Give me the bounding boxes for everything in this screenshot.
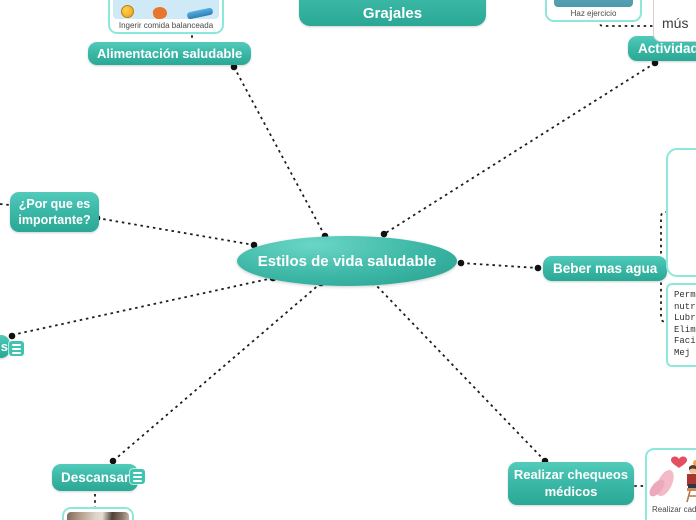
rest-photo xyxy=(67,512,129,520)
wire-center-importante xyxy=(96,217,255,246)
benefit-line: Mej xyxy=(674,347,691,358)
wire-center-beber xyxy=(460,262,539,269)
central-topic-label: Estilos de vida saludable xyxy=(257,252,437,270)
runner-icon xyxy=(152,5,168,19)
wire-center-alimentacion xyxy=(233,66,326,237)
wire-center-actividad xyxy=(383,62,656,235)
topic-label: Beber mas agua xyxy=(553,261,658,276)
benefit-line: Perm xyxy=(674,290,696,300)
topic-grajales[interactable]: Grajales xyxy=(299,0,486,26)
topic-realizar-chequeos-medicos[interactable]: Realizar chequeos médicos xyxy=(508,462,634,505)
card-haz-ejercicio[interactable]: Haz ejercicio xyxy=(545,0,642,22)
topic-label: Alimentación saludable xyxy=(97,46,243,61)
dumbbell-icon xyxy=(186,7,214,19)
topic-label: Descansar xyxy=(61,470,130,485)
topic-alimentacion-saludable[interactable]: Alimentación saludable xyxy=(88,42,252,65)
benefit-line: Elim xyxy=(674,324,696,335)
topic-label: s xyxy=(0,339,8,354)
wire-importante-offscreen xyxy=(0,203,11,206)
benefit-line: nutr xyxy=(674,301,696,312)
card-caption: Ingerir comida balanceada xyxy=(118,21,214,30)
wire-center-left-node xyxy=(11,277,274,336)
topic-beber-mas-agua[interactable]: Beber mas agua xyxy=(543,256,668,281)
food-image xyxy=(113,0,219,19)
textbox-musculos[interactable]: mús xyxy=(653,0,696,42)
card-ingerir-comida[interactable]: Ingerir comida balanceada xyxy=(108,0,224,34)
notes-icon[interactable] xyxy=(130,469,145,484)
topic-label: Actividad f xyxy=(638,41,696,56)
textbox-label: mús xyxy=(662,15,689,31)
topic-label: ¿Por que es importante? xyxy=(18,197,91,227)
textbox-beneficios-agua[interactable]: Perm nutr Lubr Elim Faci Mej xyxy=(666,283,696,367)
topic-descansar[interactable]: Descansar xyxy=(52,464,139,491)
topic-label: Grajales xyxy=(362,5,423,22)
wire-center-chequeos xyxy=(372,281,546,462)
benefit-line: Lubr xyxy=(674,313,696,324)
exercise-image xyxy=(554,0,633,7)
topic-cut-left-edge[interactable]: s xyxy=(0,335,10,358)
doctor-visit-illustration xyxy=(649,456,696,503)
wire-center-descansar xyxy=(112,282,322,462)
card-chequeo-medico[interactable]: Realizar cada xyxy=(645,448,696,520)
card-caption: Realizar cada xyxy=(652,505,696,514)
topic-por-que-es-importante[interactable]: ¿Por que es importante? xyxy=(10,192,99,232)
card-agua-imagen[interactable] xyxy=(666,148,696,277)
benefit-line: Faci xyxy=(674,336,696,347)
notes-icon[interactable] xyxy=(9,341,24,356)
coin-icon xyxy=(121,5,134,18)
central-topic[interactable]: Estilos de vida saludable xyxy=(237,236,457,286)
card-caption: Haz ejercicio xyxy=(570,9,617,18)
card-descansar-foto[interactable] xyxy=(62,507,134,520)
topic-label: Realizar chequeos médicos xyxy=(513,467,629,499)
